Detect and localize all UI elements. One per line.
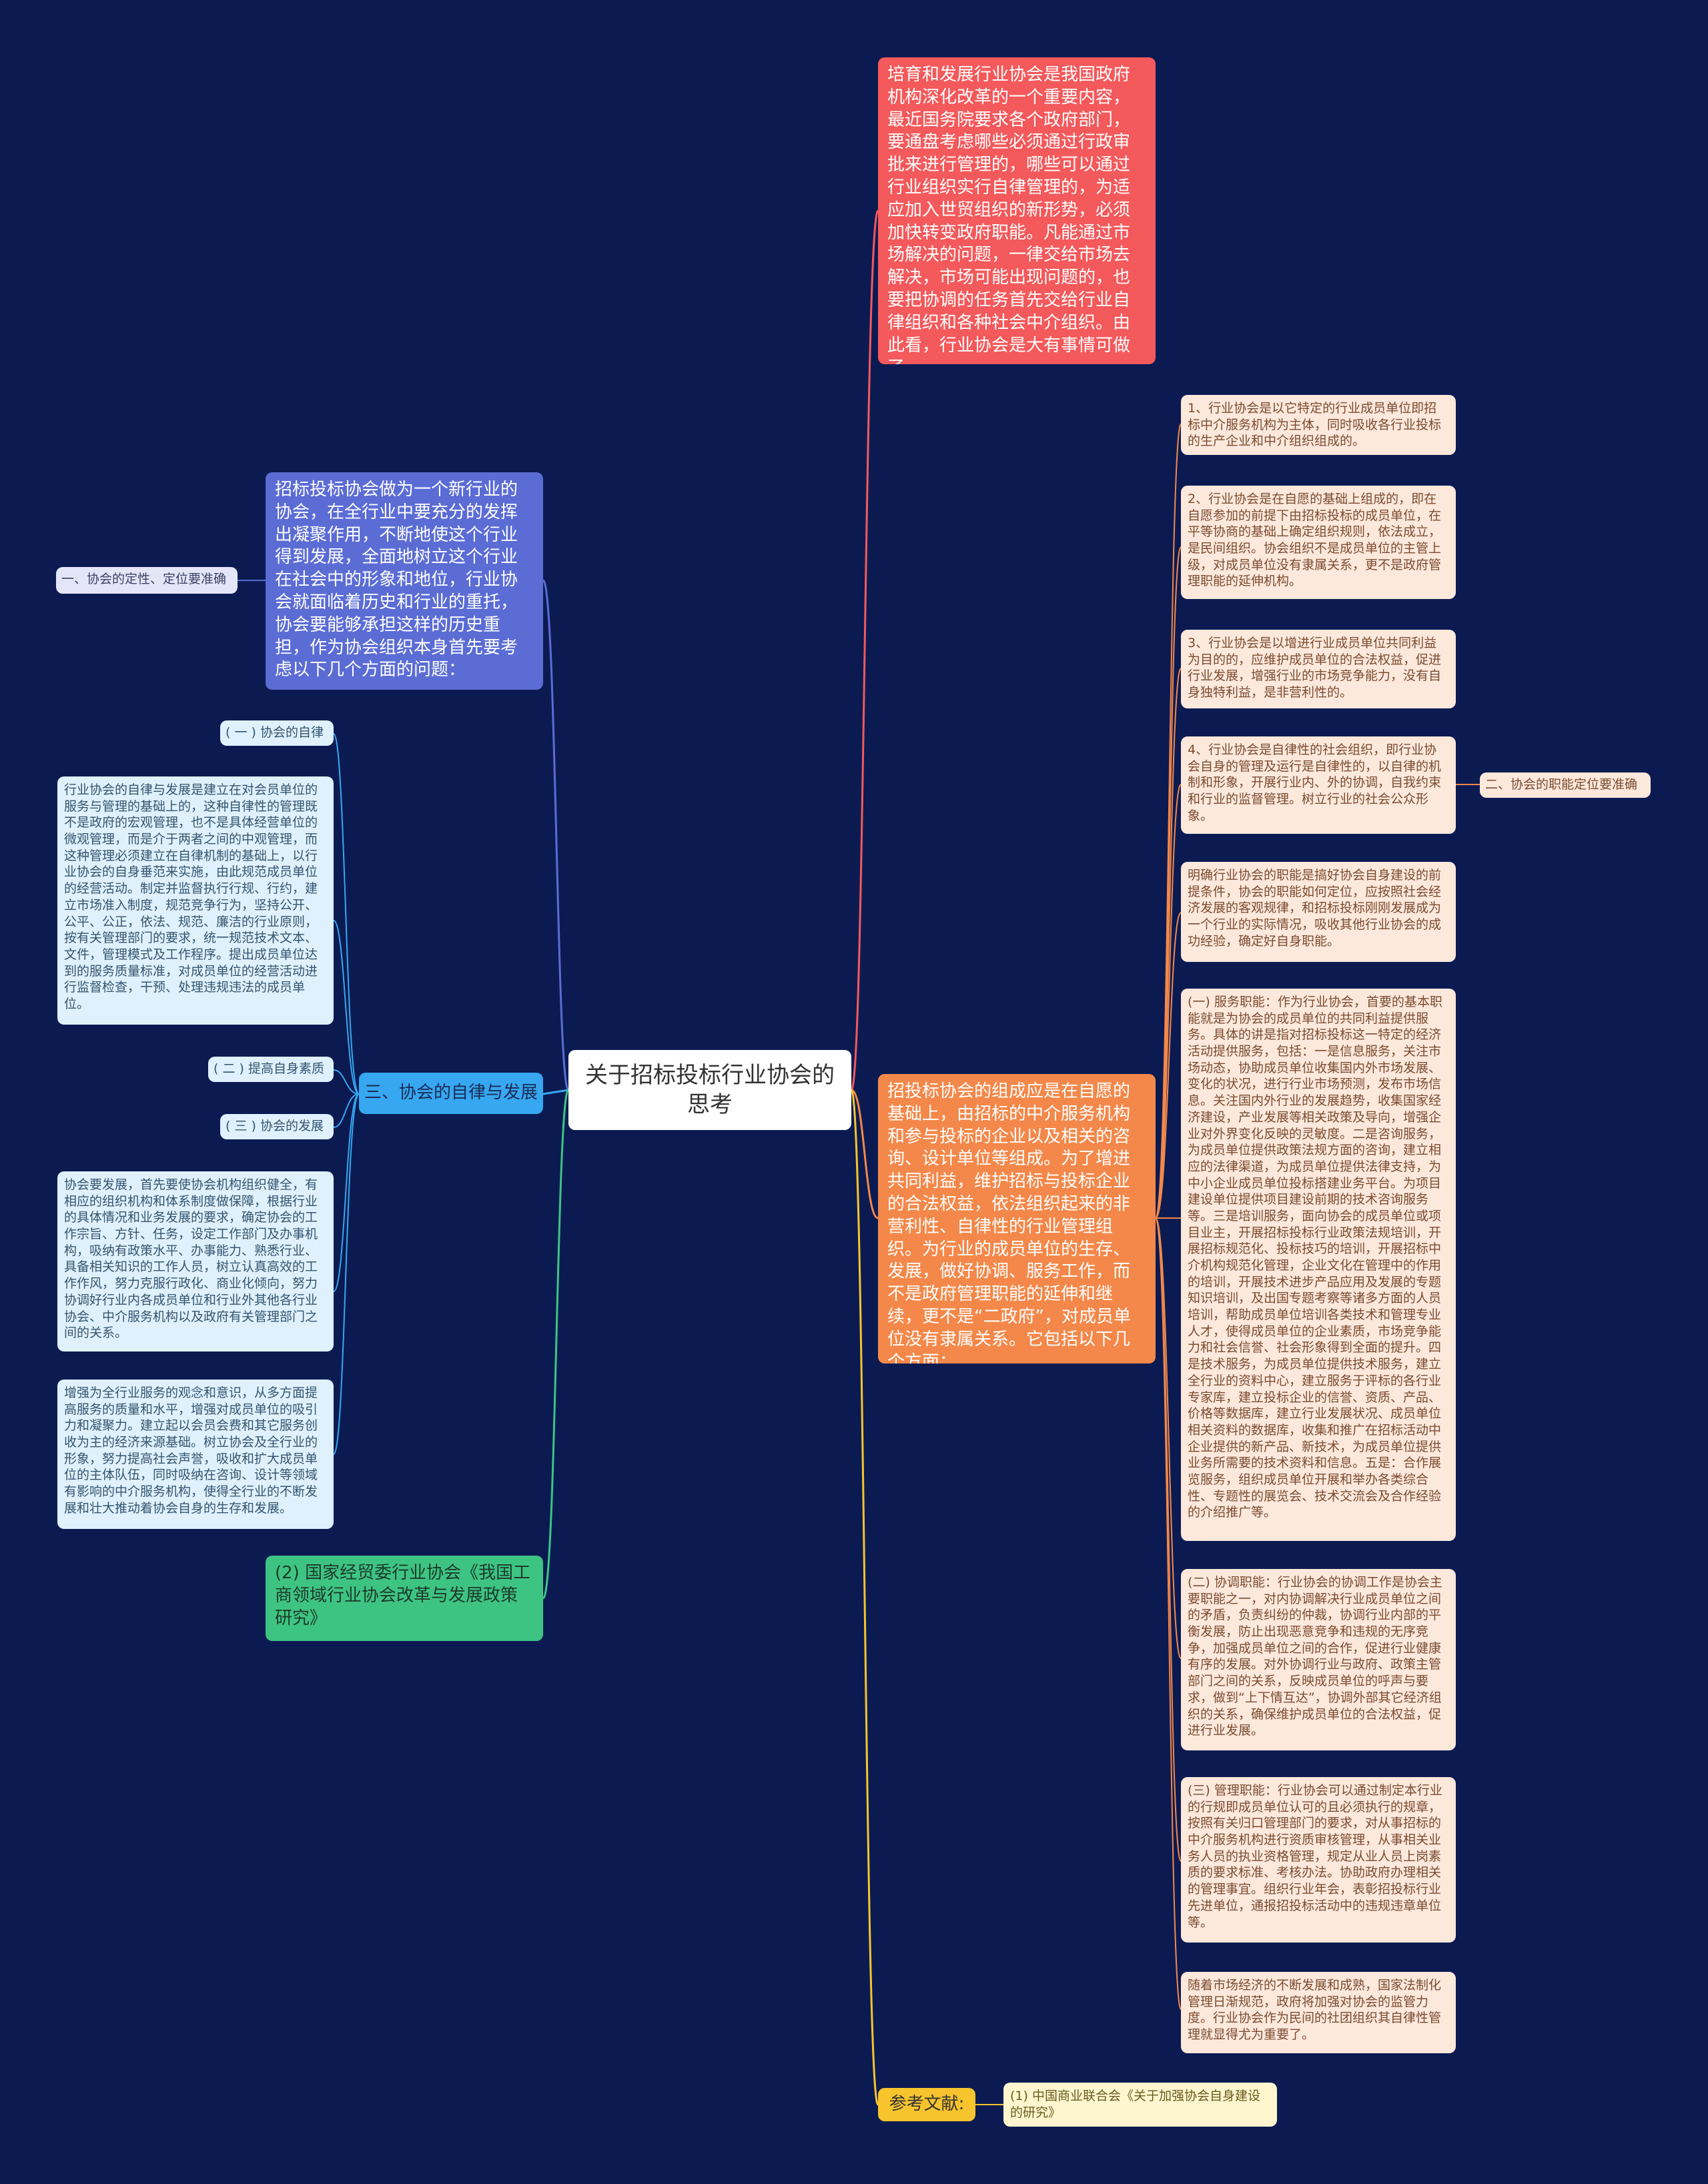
development-text-1[interactable]: 协会要发展，首先要使协会机构组织健全，有相应的组织机构和体系制度做保障，根据行业… [57, 1171, 334, 1351]
composition-item-4[interactable]: 4、行业协会是自律性的社会组织，即行业协会自身的管理及运行是自律性的，以自律的机… [1181, 736, 1456, 834]
composition-item-3[interactable]: 3、行业协会是以增进行业成员单位共同利益为目的的，应维护成员单位的合法权益，促进… [1181, 630, 1456, 708]
service-function[interactable]: (一) 服务职能：作为行业协会，首要的基本职能就是为协会的成员单位的共同利益提供… [1181, 989, 1456, 1541]
coordination-function[interactable]: (二) 协调职能：行业协会的协调工作是协会主要职能之一，对内协调解决行业成员单位… [1181, 1569, 1456, 1750]
management-function[interactable]: (三) 管理职能：行业协会可以通过制定本行业的行规即成员单位认可的且必须执行的规… [1181, 1777, 1456, 1943]
regulation-note[interactable]: 随着市场经济的不断发展和成熟，国家法制化管理日渐规范，政府将加强对协会的监管力度… [1181, 1972, 1456, 2053]
self-discipline-node[interactable]: 三、协会的自律与发展 [359, 1073, 543, 1114]
function-positioning-label[interactable]: 二、协会的职能定位要准确 [1480, 772, 1651, 798]
function-intro[interactable]: 明确行业协会的职能是搞好协会自身建设的前提条件，协会的职能如何定位，应按照社会经… [1181, 862, 1456, 962]
reference-item[interactable]: (1) 中国商业联合会《关于加强协会自身建设的研究》 [1003, 2083, 1277, 2127]
composition-node[interactable]: 招投标协会的组成应是在自愿的基础上，由招标的中介服务机构和参与投标的企业以及相关… [878, 1074, 1156, 1363]
intro-node[interactable]: 培育和发展行业协会是我国政府机构深化改革的一个重要内容，最近国务院要求各个政府部… [878, 57, 1156, 364]
sub-development[interactable]: ( 三 ) 协会的发展 [220, 1114, 334, 1139]
development-text-2[interactable]: 增强为全行业服务的观念和意识，从多方面提高服务的质量和水平，增强对成员单位的吸引… [57, 1380, 334, 1529]
self-discipline-text[interactable]: 行业协会的自律与发展是建立在对会员单位的服务与管理的基础上的，这种自律性的管理既… [57, 776, 334, 1025]
references-node[interactable]: 参考文献: [878, 2088, 975, 2121]
sub-quality[interactable]: ( 二 ) 提高自身素质 [208, 1057, 334, 1082]
composition-item-2[interactable]: 2、行业协会是在自愿的基础上组成的，即在自愿参加的前提下由招标投标的成员单位，在… [1181, 486, 1456, 599]
composition-item-1[interactable]: 1、行业协会是以它特定的行业成员单位即招标中介服务机构为主体，同时吸收各行业投标… [1181, 395, 1456, 455]
positioning-label[interactable]: 一、协会的定性、定位要准确 [56, 567, 238, 594]
left-intro-node[interactable]: 招标投标协会做为一个新行业的协会，在全行业中要充分的发挥出凝聚作用，不断地使这个… [266, 472, 543, 690]
sub-self-discipline[interactable]: ( 一 ) 协会的自律 [220, 720, 334, 746]
root-topic[interactable]: 关于招标投标行业协会的思考 [568, 1050, 851, 1130]
policy-reference-node[interactable]: (2) 国家经贸委行业协会《我国工商领域行业协会改革与发展政策研究》 [266, 1556, 543, 1641]
